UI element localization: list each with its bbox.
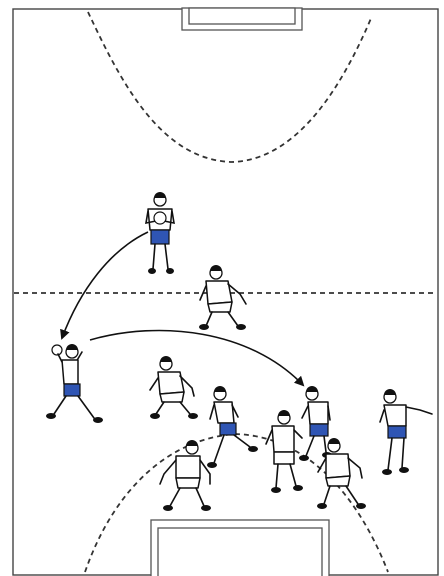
ball-icon bbox=[154, 212, 166, 224]
top-goal bbox=[182, 8, 302, 30]
ball-icon bbox=[52, 345, 62, 355]
bottom-goal bbox=[151, 520, 329, 576]
